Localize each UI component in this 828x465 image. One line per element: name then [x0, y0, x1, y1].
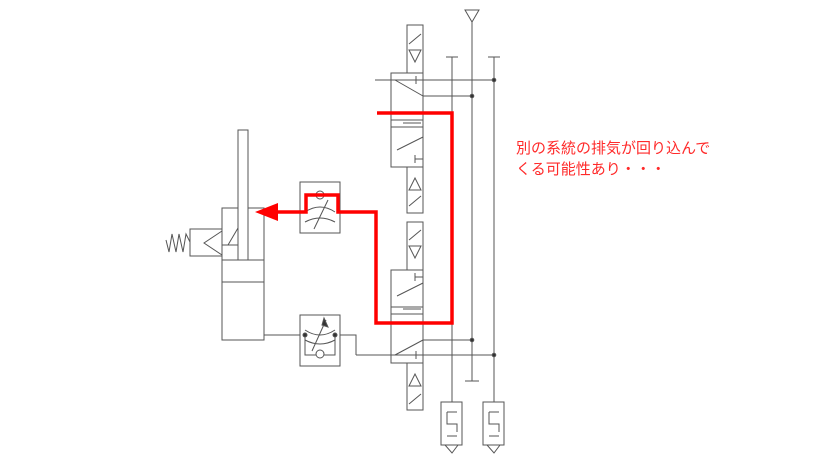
annotation-text: 別の系統の排気が回り込んで くる可能性あり・・・ [516, 138, 776, 180]
annotation-line-1: 別の系統の排気が回り込んで [516, 139, 711, 157]
annotation-line-2: くる可能性あり・・・ [516, 160, 666, 178]
solenoid-valve-lower [356, 221, 497, 411]
exhaust-backflow-path [255, 111, 454, 325]
supply-line [464, 9, 480, 382]
exhaust-line-right [482, 56, 505, 454]
pipe [340, 334, 357, 355]
cylinder [221, 129, 265, 341]
rod-lock [165, 228, 223, 257]
speed-controller-lower [299, 314, 341, 367]
flow-arrow-icon [255, 203, 278, 221]
solenoid-valve-upper [375, 24, 497, 214]
